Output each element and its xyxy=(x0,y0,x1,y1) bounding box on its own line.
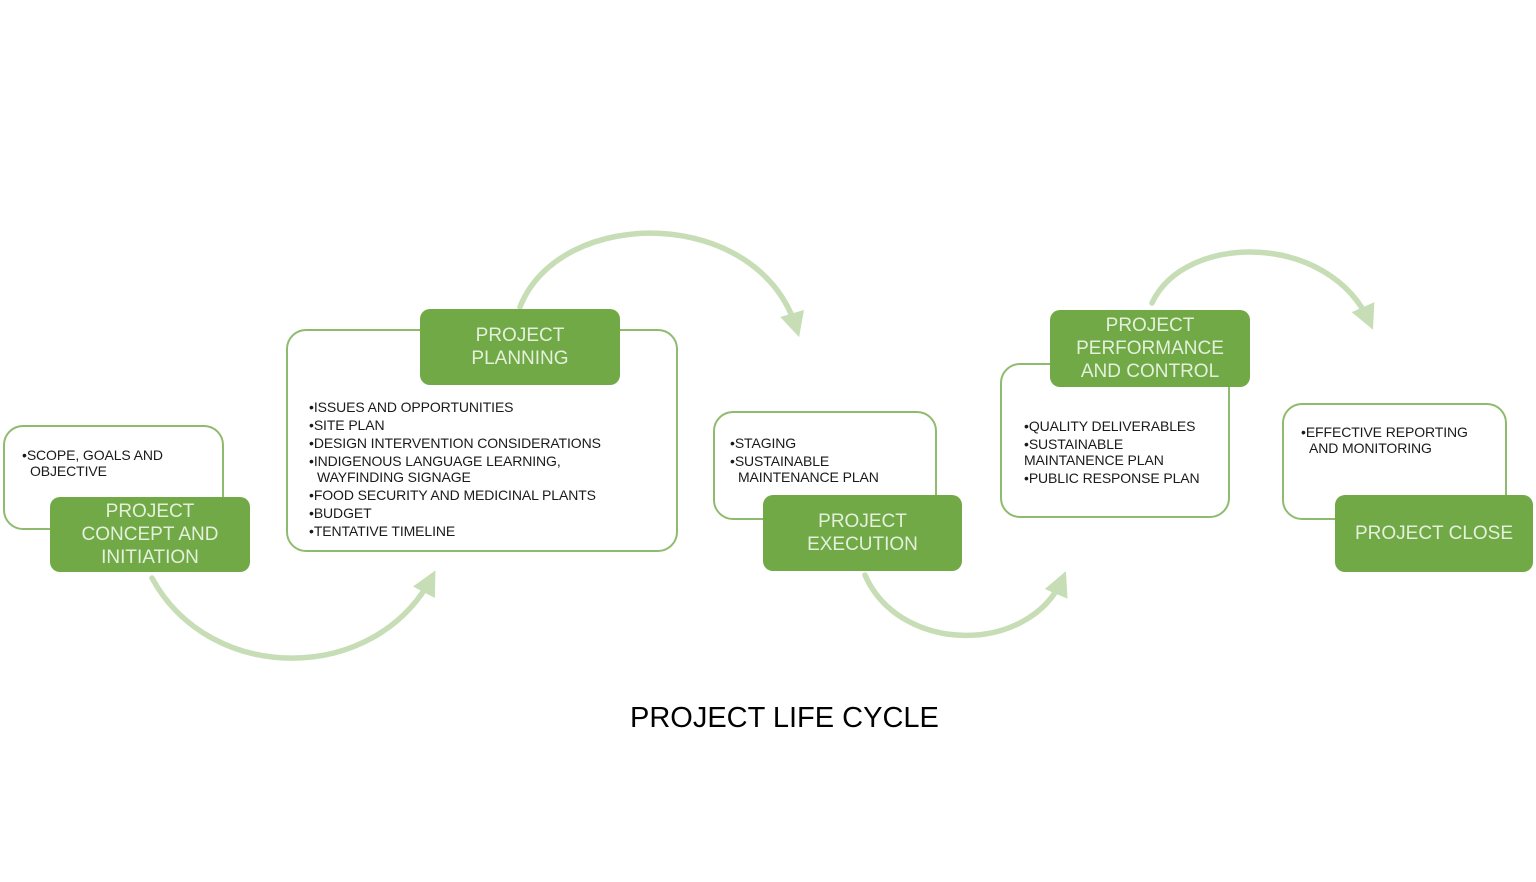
bullet-marker: • xyxy=(309,399,314,415)
bullet-text-continuation: OBJECTIVE xyxy=(30,463,107,479)
stage-label-performance-and-control: PROJECT PERFORMANCE AND CONTROL xyxy=(1050,310,1250,387)
bullet-text: SUSTAINABLE xyxy=(1028,436,1124,452)
stage-label-line: EXECUTION xyxy=(807,534,918,555)
bullet-marker: • xyxy=(309,505,314,521)
bullet-marker: • xyxy=(22,447,27,463)
stage-label-line: PROJECT xyxy=(475,325,565,346)
bullet-marker: • xyxy=(730,435,735,451)
list-item: •TENTATIVE TIMELINE xyxy=(309,523,666,539)
arrow-planning-to-execution-icon xyxy=(517,230,804,338)
bullet-text-continuation: MAINTANENCE PLAN xyxy=(1024,452,1164,468)
stage-label-line: PROJECT xyxy=(1105,315,1195,336)
bullet-marker: • xyxy=(1024,436,1029,452)
bullet-text: QUALITY DELIVERABLES xyxy=(1028,418,1196,434)
list-item: •INDIGENOUS LANGUAGE LEARNING, xyxy=(309,453,666,469)
list-item: •SITE PLAN xyxy=(309,417,666,433)
stage-label-line: PERFORMANCE xyxy=(1076,338,1224,359)
list-item: •SCOPE, GOALS AND xyxy=(22,447,214,463)
bullet-text: ISSUES AND OPPORTUNITIES xyxy=(313,399,514,415)
stage-label-close: PROJECT CLOSE xyxy=(1335,495,1533,572)
arrow-initiation-to-planning-icon xyxy=(149,570,436,661)
bullet-marker: • xyxy=(730,453,735,469)
detail-box-performance-and-control: •QUALITY DELIVERABLES •SUSTAINABLE MAINT… xyxy=(1000,363,1230,518)
stage-label-line: PLANNING xyxy=(471,348,569,369)
bullet-list: •SCOPE, GOALS AND OBJECTIVE xyxy=(5,427,222,479)
list-item: •EFFECTIVE REPORTING xyxy=(1301,424,1497,440)
bullet-text: INDIGENOUS LANGUAGE LEARNING, xyxy=(313,453,561,469)
bullet-text: DESIGN INTERVENTION CONSIDERATIONS xyxy=(313,435,601,451)
bullet-text: EFFECTIVE REPORTING xyxy=(1305,424,1468,440)
bullet-text-continuation: WAYFINDING SIGNAGE xyxy=(317,469,471,485)
stage-label-planning: PROJECT PLANNING xyxy=(420,309,620,385)
bullet-marker: • xyxy=(1024,470,1029,486)
bullet-text-continuation: AND MONITORING xyxy=(1309,440,1432,456)
list-item: •QUALITY DELIVERABLES xyxy=(1024,418,1220,434)
diagram-title: PROJECT LIFE CYCLE xyxy=(630,702,939,734)
bullet-list: •ISSUES AND OPPORTUNITIES •SITE PLAN •DE… xyxy=(288,331,676,539)
stage-label-line: AND CONTROL xyxy=(1080,361,1220,382)
stage-label-line: PROJECT xyxy=(105,501,195,522)
stage-label-line: PROJECT xyxy=(818,511,907,532)
arrow-performance-to-close-icon xyxy=(1149,249,1375,330)
list-item: •FOOD SECURITY AND MEDICINAL PLANTS xyxy=(309,487,666,503)
bullet-text: SITE PLAN xyxy=(313,417,385,433)
stage-label-concept-and-initiation: PROJECT CONCEPT AND INITIATION xyxy=(50,497,250,572)
bullet-text: TENTATIVE TIMELINE xyxy=(313,523,456,539)
bullet-text-continuation: MAINTENANCE PLAN xyxy=(738,469,879,485)
bullet-marker: • xyxy=(309,453,314,469)
stage-label-execution: PROJECT EXECUTION xyxy=(763,495,962,571)
stage-label-line: INITIATION xyxy=(101,547,199,568)
bullet-text: SCOPE, GOALS AND xyxy=(26,447,163,463)
list-item: •ISSUES AND OPPORTUNITIES xyxy=(309,399,666,415)
stage-label-line: PROJECT CLOSE xyxy=(1354,523,1514,544)
bullet-text: FOOD SECURITY AND MEDICINAL PLANTS xyxy=(313,487,596,503)
bullet-text: BUDGET xyxy=(313,505,372,521)
bullet-list: •QUALITY DELIVERABLES •SUSTAINABLE MAINT… xyxy=(1002,365,1228,486)
bullet-list: •EFFECTIVE REPORTING AND MONITORING xyxy=(1284,405,1505,456)
list-item: •SUSTAINABLE xyxy=(1024,436,1220,452)
bullet-marker: • xyxy=(1301,424,1306,440)
arrow-execution-to-performance-icon xyxy=(862,571,1068,639)
bullet-marker: • xyxy=(309,487,314,503)
bullet-marker: • xyxy=(309,417,314,433)
bullet-text: SUSTAINABLE xyxy=(734,453,830,469)
list-item: •STAGING xyxy=(730,435,927,451)
bullet-marker: • xyxy=(309,523,314,539)
list-item: •SUSTAINABLE xyxy=(730,453,927,469)
list-item: •BUDGET xyxy=(309,505,666,521)
bullet-list: •STAGING •SUSTAINABLE MAINTENANCE PLAN xyxy=(715,413,935,485)
bullet-marker: • xyxy=(1024,418,1029,434)
list-item: •DESIGN INTERVENTION CONSIDERATIONS xyxy=(309,435,666,451)
bullet-text: STAGING xyxy=(734,435,797,451)
stage-label-line: CONCEPT AND xyxy=(81,524,219,545)
bullet-marker: • xyxy=(309,435,314,451)
bullet-text: PUBLIC RESPONSE PLAN xyxy=(1028,470,1200,486)
list-item: •PUBLIC RESPONSE PLAN xyxy=(1024,470,1220,486)
